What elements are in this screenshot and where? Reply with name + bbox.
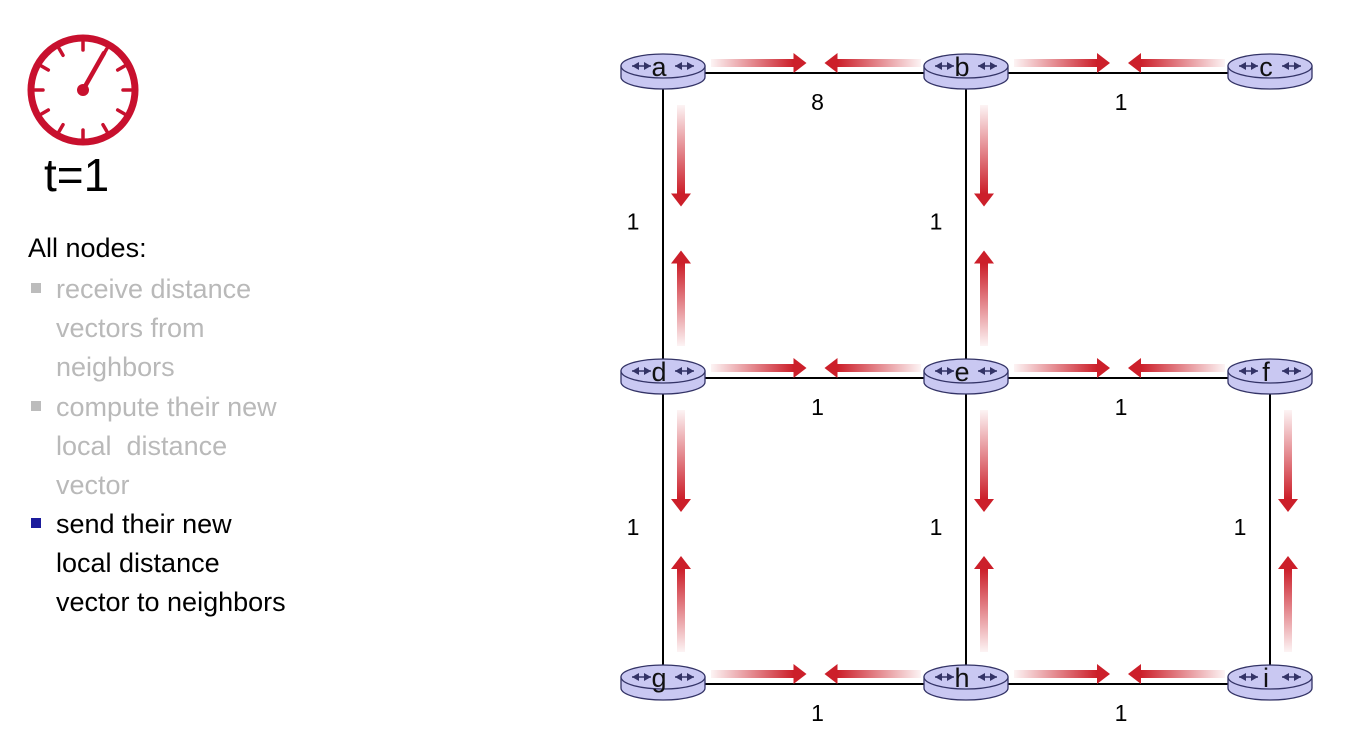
router-label: e (954, 357, 969, 387)
router-arrows-icon (632, 62, 694, 70)
arrow-i-to-h (1128, 664, 1225, 684)
router-e: e (923, 357, 1009, 395)
step-line: receive distance (56, 274, 252, 304)
router-arrows-icon (632, 673, 694, 681)
router-f: f (1227, 357, 1313, 395)
link-cost-label: 1 (811, 700, 824, 726)
router-label: c (1259, 52, 1273, 82)
router-c: c (1227, 52, 1313, 90)
bullet-icon (31, 283, 41, 293)
step-line: vectors from (56, 313, 205, 343)
step-line: local distance (56, 548, 220, 578)
arrow-h-to-g (824, 664, 921, 684)
link-cost-label: 1 (930, 514, 943, 540)
arrow-f-to-e (1128, 358, 1225, 378)
arrow-h-to-i (1014, 664, 1110, 684)
router-label: i (1263, 663, 1269, 693)
router-i: i (1227, 663, 1313, 701)
router-arrows-icon (935, 62, 997, 70)
step-line: vector (56, 470, 130, 500)
time-label: t=1 (44, 149, 110, 201)
router-arrows-icon (1239, 62, 1301, 70)
router-label: f (1262, 357, 1270, 387)
arrow-e-to-h (974, 410, 994, 512)
arrow-e-to-b (974, 250, 994, 346)
step-compute: compute their new local distance vector (31, 388, 356, 505)
step-send: send their new local distance vector to … (31, 505, 356, 622)
link-cost-label: 8 (811, 89, 824, 115)
bullet-icon (31, 401, 41, 411)
router-arrows-icon (935, 367, 997, 375)
router-g: g (620, 663, 706, 701)
arrow-b-to-a (824, 53, 921, 73)
step-line: compute their new (56, 392, 277, 422)
link-cost-label: 1 (1234, 514, 1247, 540)
stopwatch-icon (27, 34, 139, 146)
step-line: neighbors (56, 352, 175, 382)
link-cost-label: 1 (1115, 700, 1128, 726)
step-line: send their new (56, 509, 232, 539)
router-d: d (620, 357, 706, 395)
link-cost-label: 1 (627, 514, 640, 540)
arrow-g-to-h (711, 664, 807, 684)
link-cost-label: 1 (1115, 394, 1128, 420)
arrow-i-to-f (1278, 556, 1298, 652)
router-h: h (923, 663, 1009, 701)
router-arrows-icon (632, 367, 694, 375)
arrow-d-to-e (711, 358, 807, 378)
arrow-d-to-a (671, 250, 691, 346)
router-a: a (620, 52, 706, 90)
arrow-c-to-b (1128, 53, 1225, 73)
link-cost-label: 1 (811, 394, 824, 420)
router-label: d (651, 357, 666, 387)
router-arrows-icon (935, 673, 997, 681)
bullet-icon (31, 518, 41, 528)
arrow-e-to-d (824, 358, 921, 378)
router-label: a (651, 52, 667, 82)
arrow-e-to-f (1014, 358, 1110, 378)
link-cost-label: 1 (930, 209, 943, 235)
arrow-b-to-c (1014, 53, 1110, 73)
router-arrows-icon (1239, 673, 1301, 681)
router-arrows-icon (1239, 367, 1301, 375)
arrow-h-to-e (974, 556, 994, 652)
router-label: b (954, 52, 969, 82)
link-cost-label: 1 (1115, 89, 1128, 115)
step-receive: receive distance vectors from neighbors (31, 270, 356, 387)
arrow-a-to-d (671, 105, 691, 207)
link-cost-label: 1 (627, 209, 640, 235)
arrow-a-to-b (711, 53, 807, 73)
step-line: local distance (56, 431, 228, 461)
arrow-b-to-e (974, 105, 994, 207)
steps-heading: All nodes: (28, 233, 147, 263)
arrow-f-to-i (1278, 410, 1298, 512)
step-line: vector to neighbors (56, 587, 286, 617)
router-b: b (923, 52, 1009, 90)
router-label: h (954, 663, 969, 693)
arrow-g-to-d (671, 556, 691, 652)
arrow-d-to-g (671, 410, 691, 512)
router-label: g (651, 663, 666, 693)
